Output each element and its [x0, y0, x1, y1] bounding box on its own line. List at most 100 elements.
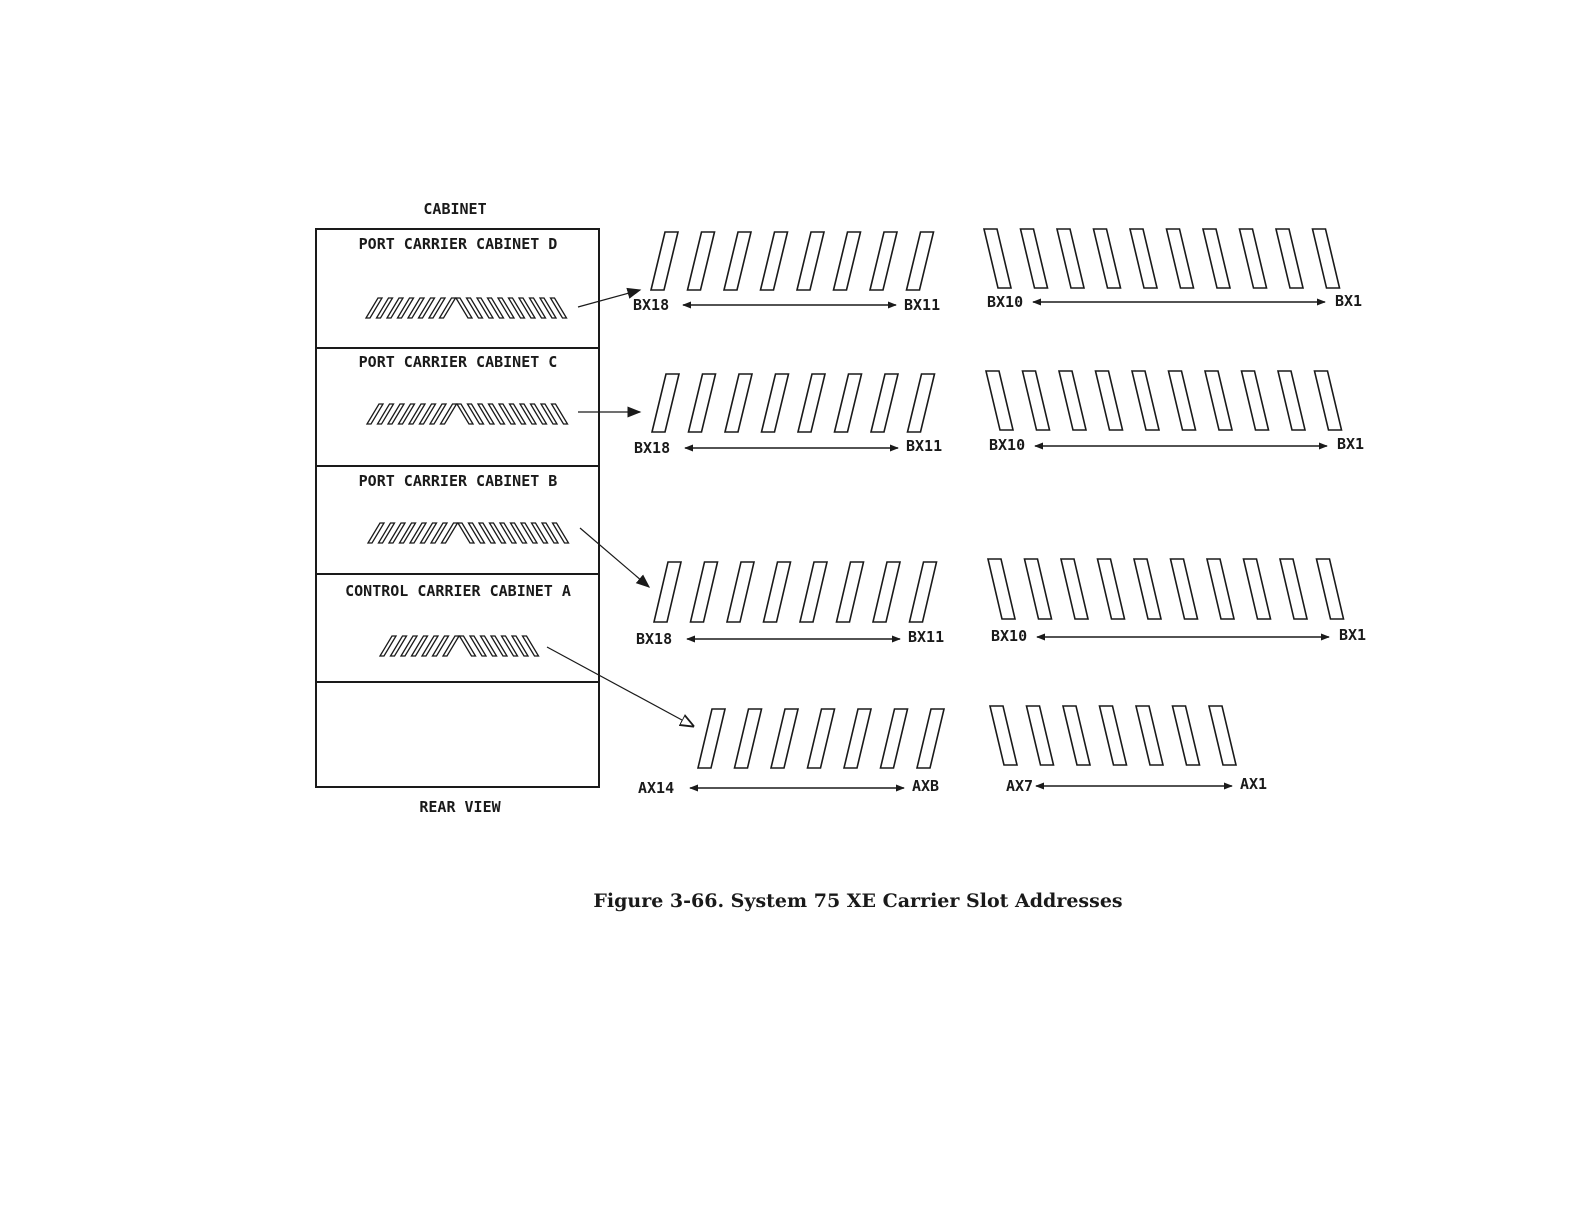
carrier-slot [1027, 706, 1054, 765]
carrier-slot [735, 709, 762, 768]
carrier-slot [1203, 229, 1230, 288]
carrier-slot [1130, 229, 1157, 288]
carrier-slot [652, 374, 679, 432]
carrier-slot [1061, 559, 1088, 619]
carrier-slot [654, 562, 681, 622]
carrier-slot [1209, 706, 1236, 765]
carrier-slot [724, 232, 751, 290]
carrier-slot [1169, 371, 1196, 430]
carrier-slot [727, 562, 754, 622]
carrier-slot [1313, 229, 1340, 288]
carrier-slot [1059, 371, 1086, 430]
carrier-slot [725, 374, 752, 432]
carrier-c-right-slots [986, 371, 1342, 430]
carrier-slot [871, 374, 898, 432]
carrier-slot [837, 562, 864, 622]
carrier-b-right-slots [988, 559, 1344, 619]
carrier-slot [873, 562, 900, 622]
carrier-slot [1100, 706, 1127, 765]
carrier-slot [698, 709, 725, 768]
carrier-c-right-end-label: BX1 [1337, 435, 1364, 453]
carrier-slot [1317, 559, 1344, 619]
carrier-c-left-slots [652, 374, 935, 432]
carrier-label-c: PORT CARRIER CABINET C [359, 353, 558, 371]
cabinet: CABINET PORT CARRIER CABINET D PORT CARR… [316, 200, 599, 816]
carrier-label-d: PORT CARRIER CABINET D [359, 235, 558, 253]
connector-arrow-a [547, 647, 693, 726]
carrier-d-left-slots [651, 232, 934, 290]
carrier-d-left-end-label: BX11 [904, 296, 940, 314]
carrier-slot [1136, 706, 1163, 765]
carrier-slot [844, 709, 871, 768]
carrier-label-b: PORT CARRIER CABINET B [359, 472, 558, 490]
cabinet-heading: CABINET [423, 200, 486, 218]
cabinet-outline [316, 229, 599, 787]
carrier-a-right-start-label: AX7 [1006, 777, 1033, 795]
carrier-a-left-start-label: AX14 [638, 779, 674, 797]
carrier-b-right-end-label: BX1 [1339, 626, 1366, 644]
carrier-a-left-slots [698, 709, 944, 768]
carrier-d-slot-sketch [366, 298, 567, 318]
carrier-slot [800, 562, 827, 622]
carrier-c-left-start-label: BX18 [634, 439, 670, 457]
carrier-label-a: CONTROL CARRIER CABINET A [345, 582, 571, 600]
carrier-slot [808, 709, 835, 768]
carrier-slot [1173, 706, 1200, 765]
carrier-slot [689, 374, 716, 432]
carrier-slot [1094, 229, 1121, 288]
rear-view-label: REAR VIEW [419, 798, 501, 816]
carrier-slot [1205, 371, 1232, 430]
carrier-d-right-slots [984, 229, 1340, 288]
carrier-c-left-end-label: BX11 [906, 437, 942, 455]
carrier-slot [870, 232, 897, 290]
carrier-slot [1023, 371, 1050, 430]
carrier-slot [834, 232, 861, 290]
carrier-slot [881, 709, 908, 768]
carrier-d-right-end-label: BX1 [1335, 292, 1362, 310]
carrier-slot [917, 709, 944, 768]
carrier-slot [910, 562, 937, 622]
carrier-slot [688, 232, 715, 290]
carrier-b-right-start-label: BX10 [991, 627, 1027, 645]
figure-caption: Figure 3-66. System 75 XE Carrier Slot A… [593, 890, 1122, 912]
carrier-slot [907, 232, 934, 290]
carrier-slot [1025, 559, 1052, 619]
carrier-b-left-start-label: BX18 [636, 630, 672, 648]
carrier-slot [797, 232, 824, 290]
carrier-d-left-start-label: BX18 [633, 296, 669, 314]
connector-arrow-d [578, 290, 640, 307]
carrier-slot [1167, 229, 1194, 288]
carrier-slot [798, 374, 825, 432]
carrier-slot [908, 374, 935, 432]
carrier-slot [1280, 559, 1307, 619]
carrier-slot [762, 374, 789, 432]
carrier-c-slot-sketch [367, 404, 568, 424]
carrier-slot [651, 232, 678, 290]
carrier-slot [1063, 706, 1090, 765]
carrier-slot [1171, 559, 1198, 619]
carrier-slot [1057, 229, 1084, 288]
carrier-slot [1098, 559, 1125, 619]
carrier-slot [1096, 371, 1123, 430]
carrier-b-slot-sketch [368, 523, 569, 543]
carrier-slot [1244, 559, 1271, 619]
carrier-b-left-slots [654, 562, 937, 622]
carrier-slot [1240, 229, 1267, 288]
carrier-c-right-start-label: BX10 [989, 436, 1025, 454]
carrier-slot [835, 374, 862, 432]
carrier-slot [1315, 371, 1342, 430]
carrier-slot [1276, 229, 1303, 288]
carrier-slot [764, 562, 791, 622]
carrier-b-left-end-label: BX11 [908, 628, 944, 646]
carrier-a-right-slots [990, 706, 1236, 765]
carrier-slot [1021, 229, 1048, 288]
carrier-a-left-end-label: AXB [912, 777, 939, 795]
carrier-slot [1132, 371, 1159, 430]
carrier-slot [691, 562, 718, 622]
carrier-slot [988, 559, 1015, 619]
carrier-slot [1207, 559, 1234, 619]
carrier-slot [771, 709, 798, 768]
carrier-a-right-end-label: AX1 [1240, 775, 1267, 793]
carrier-slot [984, 229, 1011, 288]
